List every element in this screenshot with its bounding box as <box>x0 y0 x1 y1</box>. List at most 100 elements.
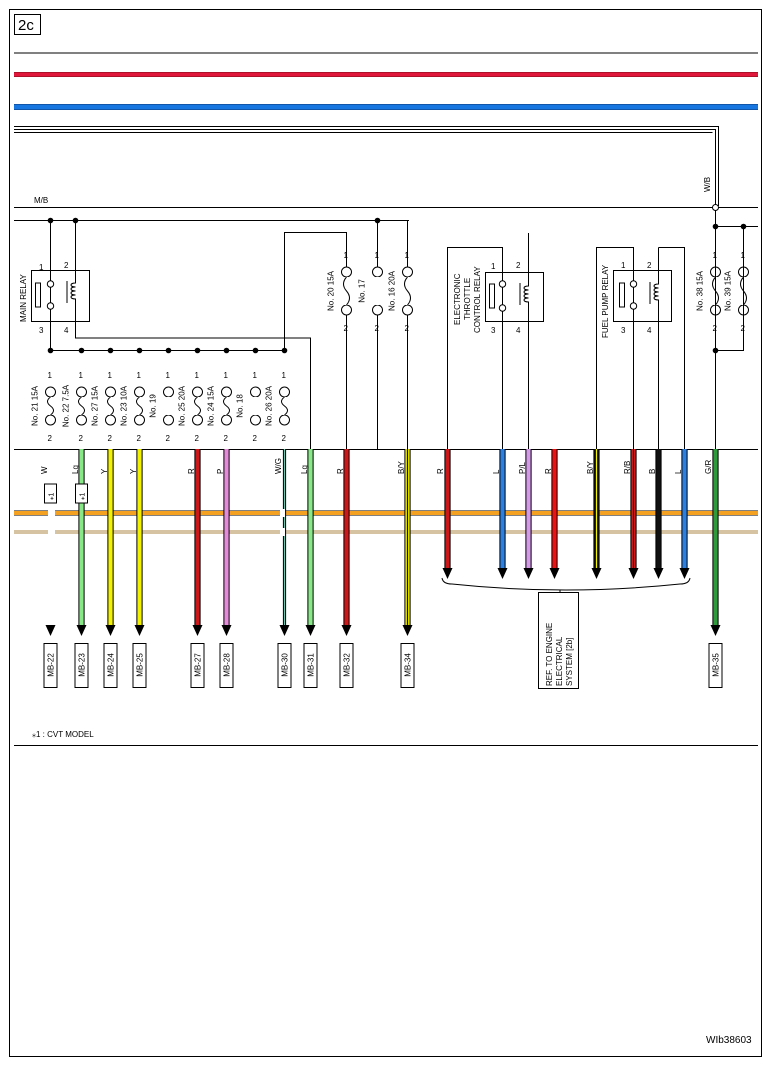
main-relay <box>31 217 311 449</box>
wire-7: W/G MB-30 <box>274 449 292 688</box>
svg-text:3: 3 <box>39 326 44 335</box>
wire-2: Lg⁎1MB-23 <box>71 449 89 688</box>
connector-mb-22: MB-22 <box>43 643 58 688</box>
wire-arrow <box>591 568 602 579</box>
section-box <box>14 14 41 35</box>
wire-3: YMB-24 <box>100 449 118 688</box>
svg-text:2: 2 <box>108 434 113 443</box>
svg-text:1: 1 <box>344 251 349 260</box>
svg-text:2: 2 <box>282 434 287 443</box>
svg-text:1: 1 <box>79 371 84 380</box>
svg-text:2: 2 <box>79 434 84 443</box>
svg-text:MB-35: MB-35 <box>712 653 721 677</box>
svg-text:4: 4 <box>516 326 521 335</box>
wire-11: R <box>436 449 453 579</box>
fuse-bus <box>47 217 747 449</box>
junction-dot <box>712 204 719 211</box>
throttle-relay-label-3: CONTROL RELAY <box>473 266 482 333</box>
wire-arrow <box>76 625 87 636</box>
wire-13: P/L <box>518 449 534 579</box>
footnote-cvt-model: ⁎1 : CVT MODEL <box>32 730 94 739</box>
wire-code: Y <box>129 468 138 474</box>
connector-mb-27: MB-27 <box>190 643 205 688</box>
svg-text:2: 2 <box>166 434 171 443</box>
svg-text:2: 2 <box>647 261 652 270</box>
wire-12: L <box>492 449 508 579</box>
svg-text:1: 1 <box>48 371 53 380</box>
svg-text:MB-32: MB-32 <box>343 653 352 677</box>
wire-code: R/B <box>623 461 632 474</box>
reference-line-2: ELECTRICAL <box>555 636 564 686</box>
svg-text:2: 2 <box>344 324 349 333</box>
svg-text:2: 2 <box>64 261 69 270</box>
svg-text:⁎1: ⁎1 <box>49 493 56 501</box>
svg-text:MB-25: MB-25 <box>136 653 145 677</box>
svg-text:MB-31: MB-31 <box>307 653 316 677</box>
connector-mb-23: MB-23 <box>74 643 89 688</box>
wire-code: W/G <box>274 458 283 474</box>
wire-code: L <box>674 469 683 474</box>
wb-wire-label: W/B <box>703 177 712 192</box>
wire-arrow <box>628 568 639 579</box>
fuse-label: No. 22 7.5A <box>62 384 71 427</box>
connector-mb-25: MB-25 <box>132 643 147 688</box>
svg-text:2: 2 <box>224 434 229 443</box>
svg-text:MB-27: MB-27 <box>194 653 203 677</box>
fuel-pump-relay-label: FUEL PUMP RELAY <box>601 264 610 338</box>
reference-box <box>538 592 579 689</box>
power-band-blue <box>14 104 758 110</box>
connector-mb-35: MB-35 <box>708 643 723 688</box>
right-feed <box>715 210 758 449</box>
svg-text:3: 3 <box>621 326 626 335</box>
wire-16: R/B <box>623 449 639 579</box>
wire-arrow <box>221 625 232 636</box>
wire-code: B/Y <box>586 460 595 474</box>
connector-mb-32: MB-32 <box>339 643 354 688</box>
svg-text:1: 1 <box>195 371 200 380</box>
wire-code: R <box>187 468 196 474</box>
wire-1: W⁎1MB-22 <box>40 466 58 688</box>
svg-text:MB-23: MB-23 <box>78 653 87 677</box>
wire-arrow <box>341 625 352 636</box>
fuel-pump-relay <box>596 247 685 449</box>
mb-bus-label: M/B <box>34 196 48 205</box>
svg-text:1: 1 <box>282 371 287 380</box>
svg-text:1: 1 <box>39 263 44 272</box>
fuse-label: No. 24 15A <box>207 385 216 426</box>
note-badge: ⁎1 <box>75 483 88 504</box>
power-band-red <box>14 72 758 77</box>
wire-code: R <box>336 468 345 474</box>
svg-text:1: 1 <box>108 371 113 380</box>
wire-code: B/Y <box>397 460 406 474</box>
svg-text:MB-24: MB-24 <box>107 653 116 677</box>
fuse-label: No. 39 15A <box>724 270 733 311</box>
fuse-label: No. 38 15A <box>696 270 705 311</box>
svg-text:1: 1 <box>137 371 142 380</box>
svg-text:1: 1 <box>621 261 626 270</box>
svg-text:4: 4 <box>64 326 69 335</box>
svg-text:1: 1 <box>405 251 410 260</box>
throttle-control-relay <box>447 233 544 449</box>
svg-text:MB-34: MB-34 <box>404 653 413 677</box>
fuse-label: No. 16 20A <box>388 270 397 311</box>
svg-text:MB-30: MB-30 <box>281 653 290 677</box>
fuse-label: No. 27 15A <box>91 385 100 426</box>
wire-9: R MB-32 <box>336 449 354 688</box>
note-badge: ⁎1 <box>44 483 57 504</box>
svg-text:MB-28: MB-28 <box>223 653 232 677</box>
wire-arrow <box>679 568 690 579</box>
fuse-label: No. 21 15A <box>31 385 40 426</box>
svg-text:2: 2 <box>137 434 142 443</box>
wire-arrow <box>305 625 316 636</box>
wire-14: R <box>544 449 560 579</box>
